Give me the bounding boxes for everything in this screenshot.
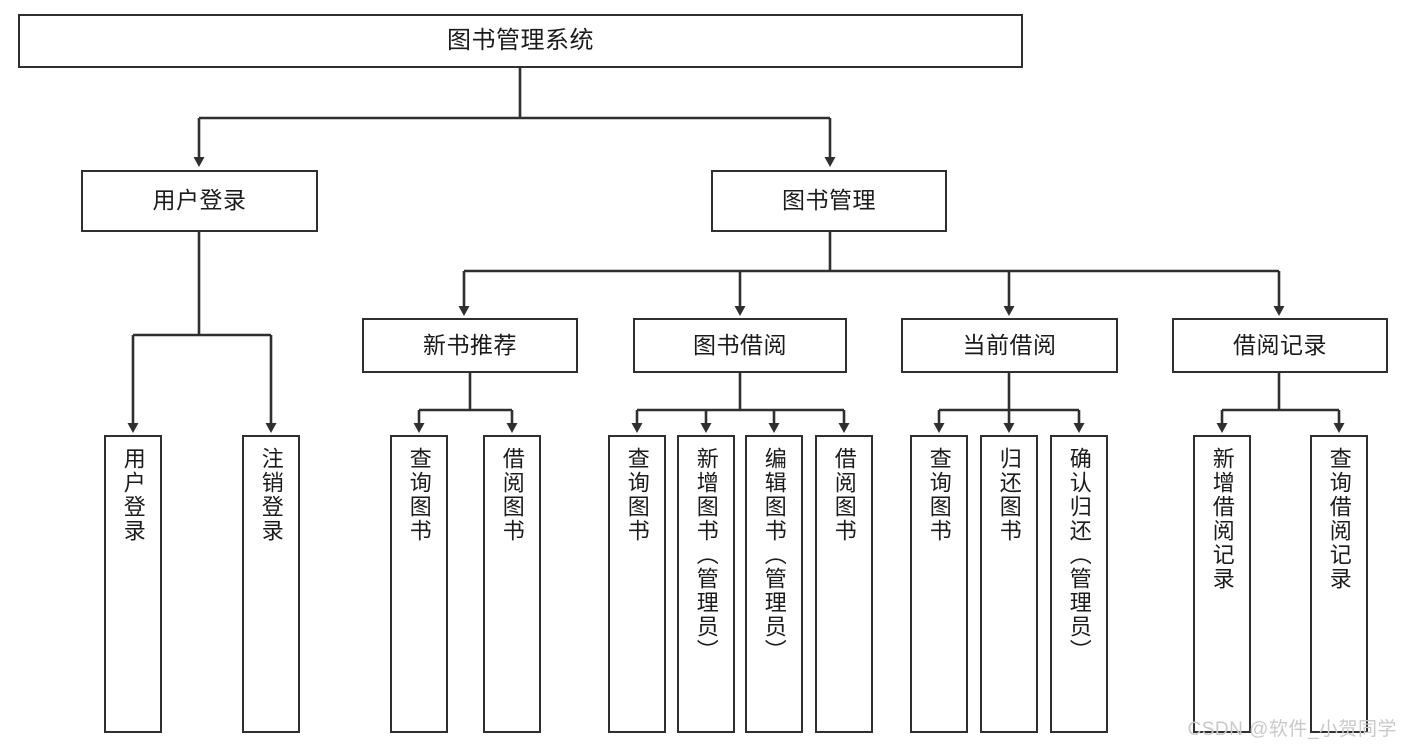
node-label: 图书借阅 xyxy=(693,331,787,358)
node-root-system[interactable]: 图书管理系统 xyxy=(18,14,1023,68)
node-label: 借阅图书 xyxy=(831,447,857,543)
node-current-borrow[interactable]: 当前借阅 xyxy=(901,318,1118,373)
node-label: 借阅图书 xyxy=(499,447,525,543)
node-label: 图书管理 xyxy=(782,187,876,214)
leaf-recommend-query-book[interactable]: 查询图书 xyxy=(390,435,448,733)
leaf-current-return-book[interactable]: 归还图书 xyxy=(980,435,1038,733)
node-label: 借阅记录 xyxy=(1233,331,1327,358)
leaf-current-confirm-return-admin[interactable]: 确认归还（管理员） xyxy=(1050,435,1108,733)
node-label: 查询图书 xyxy=(624,447,650,543)
node-new-book-recommend[interactable]: 新书推荐 xyxy=(362,318,578,373)
leaf-borrow-edit-book-admin[interactable]: 编辑图书（管理员） xyxy=(745,435,803,733)
node-label: 查询图书 xyxy=(406,447,432,543)
node-label: 图书管理系统 xyxy=(447,26,594,54)
node-label: 当前借阅 xyxy=(962,331,1057,358)
node-label: 编辑图书（管理员） xyxy=(761,447,787,663)
node-book-borrow[interactable]: 图书借阅 xyxy=(633,318,847,373)
leaf-current-query-book[interactable]: 查询图书 xyxy=(910,435,968,733)
leaf-record-query-record[interactable]: 查询借阅记录 xyxy=(1310,435,1368,733)
leaf-borrow-borrow-book[interactable]: 借阅图书 xyxy=(815,435,873,733)
node-label: 注销登录 xyxy=(258,447,284,543)
leaf-borrow-add-book-admin[interactable]: 新增图书（管理员） xyxy=(677,435,735,733)
node-label: 新增图书（管理员） xyxy=(693,447,719,663)
leaf-recommend-borrow-book[interactable]: 借阅图书 xyxy=(483,435,541,733)
node-label: 新增借阅记录 xyxy=(1209,447,1235,591)
node-label: 确认归还（管理员） xyxy=(1066,447,1092,663)
leaf-record-add-record[interactable]: 新增借阅记录 xyxy=(1193,435,1251,733)
leaf-user-login[interactable]: 用户登录 xyxy=(104,435,162,733)
node-label: 查询借阅记录 xyxy=(1326,447,1352,591)
leaf-user-logout[interactable]: 注销登录 xyxy=(242,435,300,733)
csdn-watermark: CSDN @软件_小贺同学 xyxy=(1187,719,1397,740)
node-label: 查询图书 xyxy=(926,447,952,543)
leaf-borrow-query-book[interactable]: 查询图书 xyxy=(608,435,666,733)
node-user-login[interactable]: 用户登录 xyxy=(81,170,318,232)
node-label: 新书推荐 xyxy=(423,331,517,358)
node-label: 用户登录 xyxy=(120,447,146,543)
node-borrow-record[interactable]: 借阅记录 xyxy=(1172,318,1388,373)
node-label: 归还图书 xyxy=(996,447,1022,543)
node-book-management[interactable]: 图书管理 xyxy=(711,170,947,232)
node-label: 用户登录 xyxy=(152,187,247,214)
